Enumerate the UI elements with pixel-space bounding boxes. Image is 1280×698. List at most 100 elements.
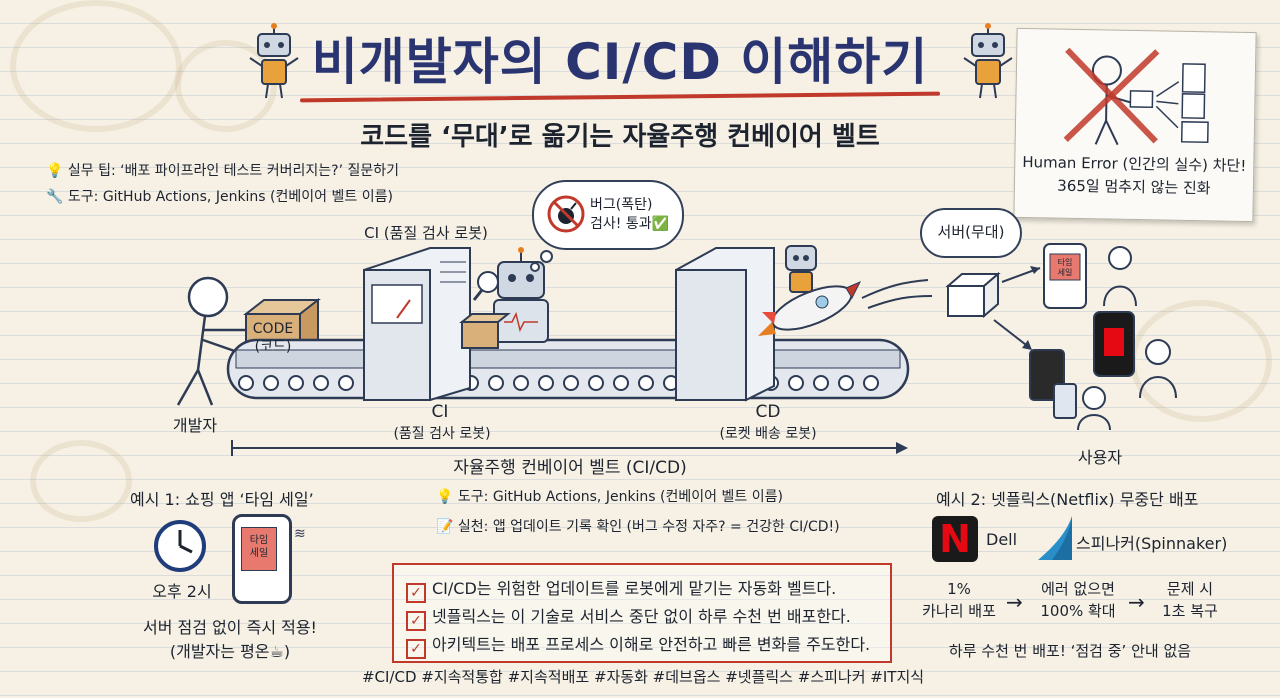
netflix-tablet-icon — [1093, 311, 1135, 377]
checkbox-icon: ✓ — [406, 583, 426, 603]
example2-title: 예시 2: 넷플릭스(Netflix) 무중단 배포 — [936, 490, 1199, 509]
belt-roller — [288, 375, 304, 391]
ci-sub-label: (품질 검사 로봇) — [393, 426, 491, 442]
step-canary: 1% 카나리 배포 — [916, 578, 1002, 622]
example1-desc2: (개발자는 평온☕) — [169, 642, 291, 661]
svg-text:타임: 타임 — [1058, 258, 1073, 267]
cd-label: CD — [755, 402, 781, 422]
belt-roller — [513, 375, 529, 391]
server-package-icon — [945, 271, 1001, 319]
belt-roller — [338, 375, 354, 391]
belt-roller — [263, 375, 279, 391]
belt-timeline-arrow — [231, 440, 908, 456]
phone-sale-icon — [1043, 243, 1087, 309]
belt-roller — [813, 375, 829, 391]
blocked-worker-icon — [1063, 47, 1209, 146]
step-rollback: 문제 시 1초 복구 — [1152, 578, 1228, 622]
belt-caption: 자율주행 컨베이어 벨트 (CI/CD) — [453, 458, 687, 478]
summary-text: 넷플릭스는 이 기술로 서비스 중단 없이 하루 수천 번 배포한다. — [432, 607, 851, 626]
step-canary-label: 카나리 배포 — [922, 602, 996, 620]
cd-robot-icon — [785, 245, 817, 293]
memo-icon: 📝 — [436, 519, 454, 535]
human-error-note: Human Error (인간의 실수) 차단! 365일 멈추지 않는 진화 — [1013, 27, 1257, 223]
middle-tip-text: 실천: 앱 업데이트 기록 확인 (버그 수정 자주? = 건강한 CI/CD!… — [457, 519, 840, 535]
lightbulb-icon: 💡 — [436, 489, 454, 505]
belt-roller — [488, 375, 504, 391]
package-icon — [459, 313, 511, 349]
belt-roller — [313, 375, 329, 391]
example1-desc1: 서버 점검 없이 즉시 적용! — [143, 618, 317, 637]
clock-icon — [154, 520, 206, 572]
code-box-label: CODE (코드) — [246, 320, 300, 356]
summary-item: ✓ 넷플릭스는 이 기술로 서비스 중단 없이 하루 수천 번 배포한다. — [406, 603, 851, 631]
belt-roller — [538, 375, 554, 391]
speed-line — [867, 295, 933, 309]
page-title: 비개발자의 CI/CD 이해하기 — [311, 33, 929, 91]
arrow-right-icon: → — [1006, 590, 1023, 614]
code-box-line2: (코드) — [254, 339, 292, 355]
bubble-dot — [530, 262, 540, 272]
tip-row: 🔧 도구: GitHub Actions, Jenkins (컨베이어 벨트 이… — [46, 186, 393, 206]
dell-label: Dell — [986, 530, 1018, 549]
example1-title: 예시 1: 쇼핑 앱 ‘타임 세일’ — [130, 490, 314, 509]
server-cloud: 서버(무대) — [920, 208, 1022, 258]
cd-machine — [675, 247, 775, 402]
phone-screen-text: 타임 세일 — [241, 527, 277, 571]
arrow-right-icon: → — [1128, 590, 1145, 614]
summary-box: ✓ CI/CD는 위험한 업데이트를 로봇에게 맡기는 자동화 벨트다. ✓ 넷플릭… — [392, 563, 892, 663]
ci-robot-top-label: CI (품질 검사 로봇) — [364, 224, 488, 242]
robot-icon — [249, 23, 299, 99]
coffee-stain — [175, 40, 277, 132]
belt-roller — [863, 375, 879, 391]
spinnaker-label: 스피나커(Spinnaker) — [1076, 534, 1228, 553]
code-box-line1: CODE — [252, 321, 294, 337]
belt-roller — [238, 375, 254, 391]
middle-tip-text: 도구: GitHub Actions, Jenkins (컨베이어 벨트 이름) — [457, 489, 783, 505]
middle-tip-row: 💡 도구: GitHub Actions, Jenkins (컨베이어 벨트 이… — [436, 486, 783, 506]
tablet-icon — [1029, 349, 1077, 419]
ci-machine — [363, 247, 471, 401]
belt-roller — [838, 375, 854, 391]
rocket-icon — [758, 281, 862, 336]
ci-label: CI — [431, 402, 449, 422]
user-figure — [1077, 339, 1177, 431]
step-expand-condition: 에러 없으면 — [1041, 580, 1115, 598]
netflix-logo-icon: N — [932, 516, 978, 562]
bubble-line1: 버그(폭탄) — [590, 197, 653, 213]
example2-footer: 하루 수천 번 배포! ‘점검 중’ 안내 없음 — [948, 642, 1192, 660]
checkbox-icon: ✓ — [406, 639, 426, 659]
tip-text: 실무 팁: ‘배포 파이프라인 테스트 커버리지는?’ 질문하기 — [67, 163, 399, 179]
belt-roller — [563, 375, 579, 391]
lightbulb-icon: 💡 — [46, 163, 64, 179]
ringing-lines-icon: ≋ — [294, 526, 306, 542]
example1-time: 오후 2시 — [152, 582, 212, 601]
bubble-line2: 검사! 통과✅ — [590, 216, 670, 232]
belt-roller — [588, 375, 604, 391]
user-label: 사용자 — [1077, 448, 1123, 467]
page-subtitle: 코드를 ‘무대’로 옮기는 자율주행 컨베이어 벨트 — [360, 122, 880, 152]
developer-label: 개발자 — [172, 416, 218, 435]
bug-check-bubble: 버그(폭탄) 검사! 통과✅ — [532, 180, 684, 250]
phone-icon: 타임 세일 — [232, 514, 292, 604]
step-expand-label: 100% 확대 — [1040, 602, 1116, 620]
tip-row: 💡 실무 팁: ‘배포 파이프라인 테스트 커버리지는?’ 질문하기 — [46, 160, 399, 180]
step-canary-value: 1% — [947, 580, 971, 598]
belt-roller — [638, 375, 654, 391]
belt-roller — [613, 375, 629, 391]
summary-text: CI/CD는 위험한 업데이트를 로봇에게 맡기는 자동화 벨트다. — [432, 579, 837, 598]
developer-figure — [176, 276, 247, 406]
belt-roller — [788, 375, 804, 391]
bubble-text: 버그(폭탄) 검사! 통과✅ — [590, 196, 669, 234]
arrow — [993, 319, 1031, 349]
checkbox-icon: ✓ — [406, 611, 426, 631]
step-expand: 에러 없으면 100% 확대 — [1030, 578, 1126, 622]
middle-tip-row: 📝 실천: 앱 업데이트 기록 확인 (버그 수정 자주? = 건강한 CI/C… — [436, 516, 840, 536]
coffee-stain — [30, 440, 132, 522]
hashtags: #CI/CD #지속적통합 #지속적배포 #자동화 #데브옵스 #넷플릭스 #스… — [361, 668, 925, 686]
bubble-dot — [540, 250, 553, 263]
robot-icon — [963, 23, 1013, 99]
spinnaker-logo-icon — [1038, 516, 1072, 560]
bomb-blocked-icon — [547, 195, 585, 233]
pipeline-diagram: 타임 세일 — [176, 243, 1177, 456]
summary-text: 아키텍트는 배포 프로세스 이해로 안전하고 빠른 변화를 주도한다. — [432, 635, 871, 654]
